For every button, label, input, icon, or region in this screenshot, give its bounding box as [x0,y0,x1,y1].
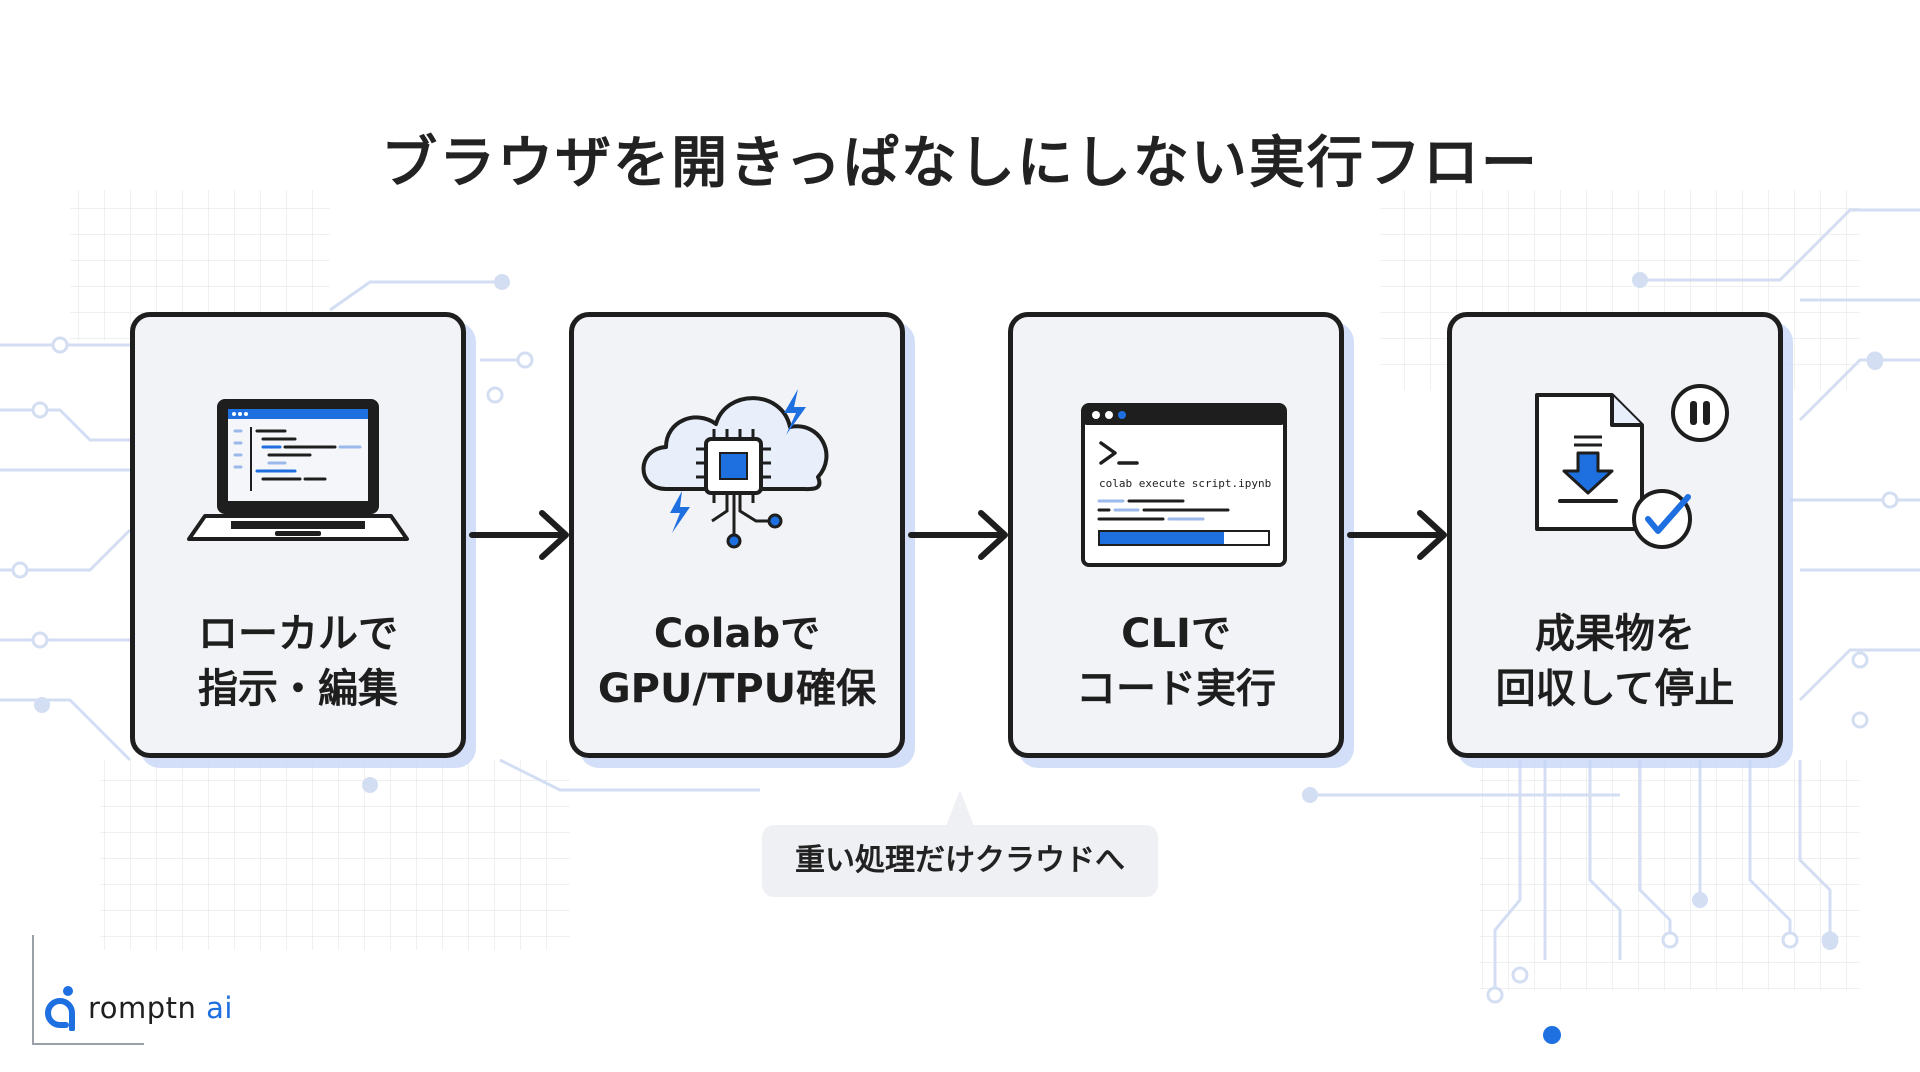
arrow-right-icon [908,510,1008,560]
lightning-icon [670,491,690,533]
step-label: ローカルで 指示・編集 [135,607,461,717]
callout-pointer [946,790,974,826]
step-label-line1: 成果物を [1535,611,1695,657]
terminal-command-text: colab execute script.ipynb [1099,477,1271,490]
step-label: 成果物を 回収して停止 [1452,607,1778,717]
step-label: Colabで GPU/TPU確保 [574,607,900,717]
step-card-local-edit: ローカルで 指示・編集 [130,312,466,758]
step-card-colab-gpu: Colabで GPU/TPU確保 [569,312,905,758]
step-card-collect-stop: 成果物を 回収して停止 [1447,312,1783,758]
arrow-right-icon [1347,510,1447,560]
arrow-right-icon [469,510,569,560]
brand-logo: romptn ai [32,935,252,1045]
logo-frame [32,935,144,1045]
pause-icon [1671,384,1729,442]
step-label-line2: 指示・編集 [198,666,398,712]
brand-name-main: romptn [88,991,197,1025]
cloud-chip-icon [641,389,829,549]
laptop-code-icon [187,399,409,541]
decorative-dot [1543,1026,1561,1044]
brand-mark-icon [45,986,75,1031]
progress-bar-fill [1100,532,1224,544]
step-label-line1: CLIで [1121,611,1231,657]
step-label-line1: Colabで [653,611,821,657]
step-label-line2: 回収して停止 [1495,666,1735,712]
step-label-line2: GPU/TPU確保 [597,666,877,712]
check-circle-icon [1632,489,1692,549]
step-label-line2: コード実行 [1076,666,1276,712]
brand-name-suffix: ai [206,991,233,1025]
page-title: ブラウザを開きっぱなしにしない実行フロー [381,131,1539,196]
download-document-icon [1535,384,1729,549]
step-label: CLIで コード実行 [1013,607,1339,717]
grid-bottom-right [1480,760,1860,990]
grid-bottom-left [100,760,570,950]
lightning-icon [784,389,806,435]
step-label-line1: ローカルで [198,611,398,657]
brand-name: romptn ai [88,991,233,1025]
step-card-cli-run: colab execute script.ipynb CLIで コード実行 [1008,312,1344,758]
callout-note: 重い処理だけクラウドへ [762,825,1158,897]
terminal-window-icon: colab execute script.ipynb [1081,403,1287,567]
